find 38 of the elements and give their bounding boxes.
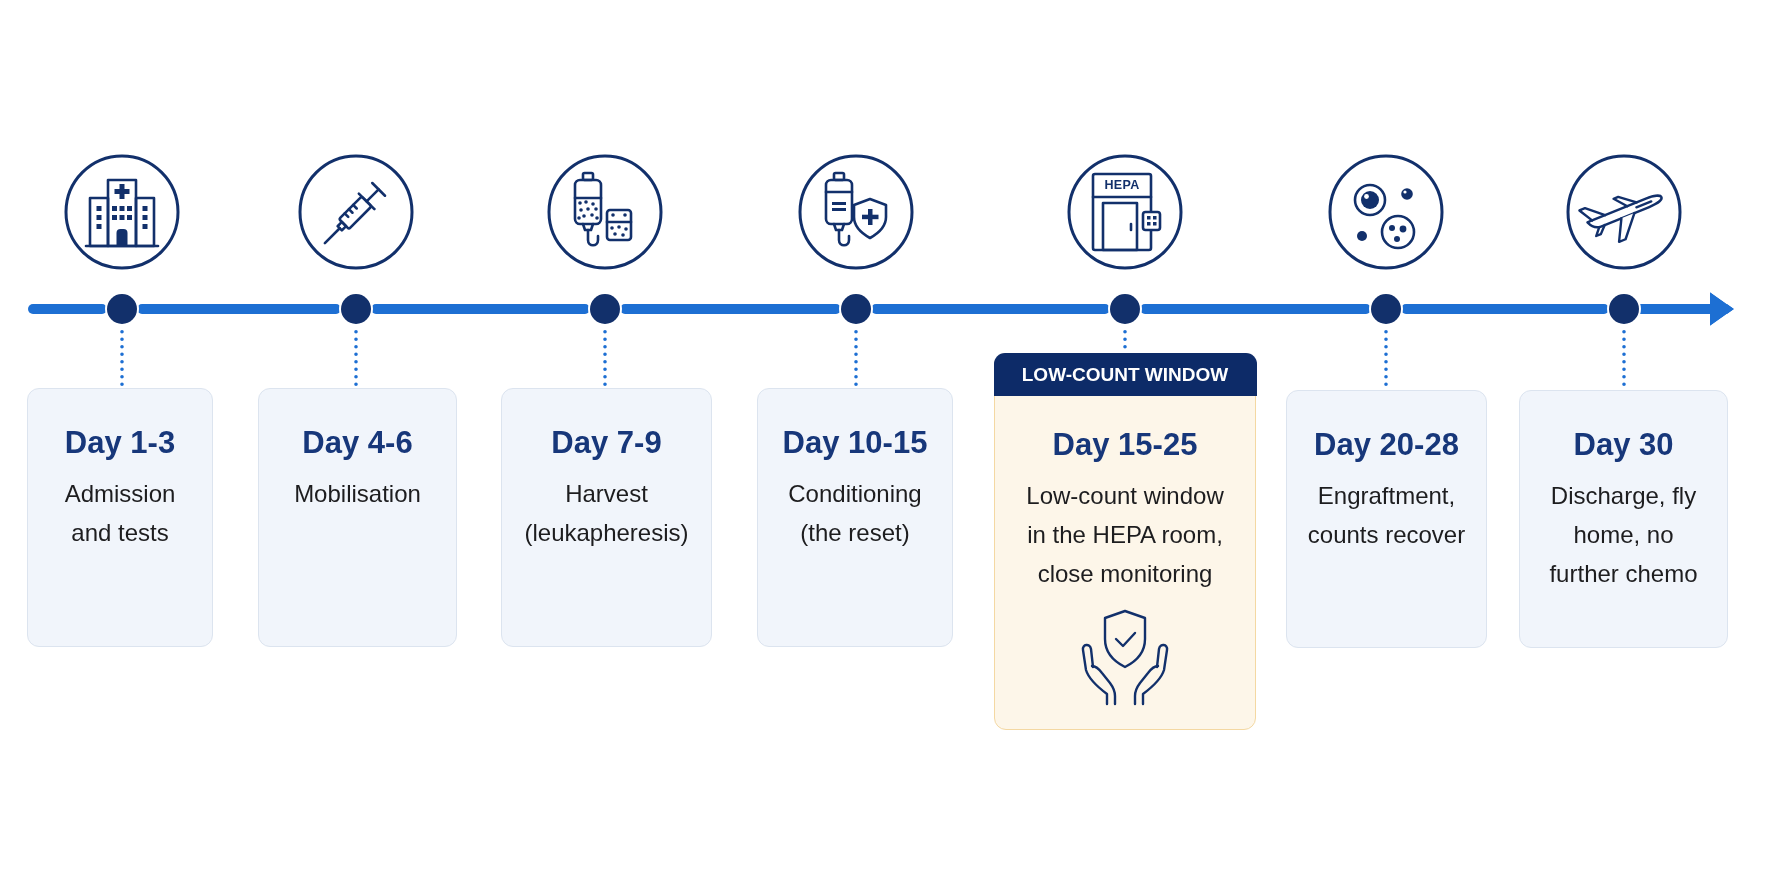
stage-card [501,388,712,647]
day-range: Day 4-6 [302,424,413,461]
timeline-line [137,304,341,314]
stage-description: Discharge, fly home, no further chemo [1548,480,1699,589]
stage-card [258,388,457,647]
stage-description: Mobilisation [294,478,421,509]
stage-description: Low-count window in the HEPA room, close monitoring [1025,480,1225,589]
stage-card [757,388,953,647]
sign-label: HEPA [1103,177,1141,194]
timeline-dot [590,294,620,324]
window-banner: LOW-COUNT WINDOW [993,352,1257,396]
timeline-line [871,304,1110,314]
timeline-dot [1609,294,1639,324]
timeline-line [1140,304,1371,314]
timeline-arrow [1639,292,1734,326]
timeline-line [28,304,107,314]
stage-card [994,353,1256,730]
timeline-dot [107,294,137,324]
timeline-line [620,304,841,314]
stage-description: Engraftment, counts recover [1306,480,1467,550]
day-range: Day 7-9 [551,424,662,461]
stage-card [1519,390,1728,648]
timeline-dot [841,294,871,324]
day-range: Day 15-25 [1052,426,1198,463]
day-range: Day 1-3 [64,424,176,461]
timeline-dot [341,294,371,324]
day-range: Day 20-28 [1314,426,1459,463]
timeline-dot [1371,294,1401,324]
day-range: Day 30 [1573,426,1674,463]
stage-description: Admission and tests [63,478,177,548]
timeline-line [371,304,590,314]
timeline-line [1401,304,1609,314]
stage-card [1286,390,1487,648]
timeline-dot [1110,294,1140,324]
stage-description: Conditioning (the reset) [787,478,923,548]
stage-description: Harvest (leukapheresis) [523,478,690,548]
stage-card [27,388,213,647]
day-range: Day 10-15 [782,424,928,461]
